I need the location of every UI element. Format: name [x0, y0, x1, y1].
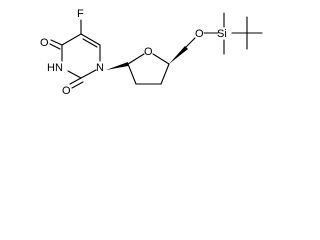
atom-label-n1: N — [96, 62, 104, 74]
bond-c5-c6 — [80, 33, 101, 46]
atom-label-oring: O — [144, 46, 153, 58]
bond-c2prime-c1prime — [127, 63, 137, 85]
bond-c4-o — [50, 39, 63, 46]
bond-c4-o-double — [49, 43, 61, 50]
bond-c2-o — [69, 77, 82, 85]
atom-label-o2: O — [62, 85, 71, 97]
bond-c4prime-c5prime-wedge — [169, 46, 188, 64]
bond-c4prime-c3prime — [160, 63, 170, 85]
atom-label-oether: O — [195, 28, 204, 40]
atom-label-si: Si — [217, 28, 227, 40]
bond-c2-n3 — [67, 70, 82, 79]
atom-label-o4: O — [40, 37, 49, 49]
bond-n1-c2 — [80, 69, 97, 79]
bond-c1prime-oring — [127, 53, 145, 65]
bond-oring-c4prime — [152, 53, 170, 65]
bond-c4-c5 — [61, 33, 82, 46]
bond-n1-c1prime-wedge — [106, 62, 128, 70]
structure-svg: F O HN O N O O Si — [40, 8, 263, 97]
molecule-diagram: F O HN O N O O Si — [40, 8, 263, 97]
bond-c5prime-oether — [185, 37, 196, 48]
bond-c2-o-double — [71, 81, 84, 89]
bond-c5-c6-double — [82, 38, 98, 48]
atom-label-f: F — [77, 8, 84, 20]
atom-label-n3: HN — [47, 62, 63, 74]
